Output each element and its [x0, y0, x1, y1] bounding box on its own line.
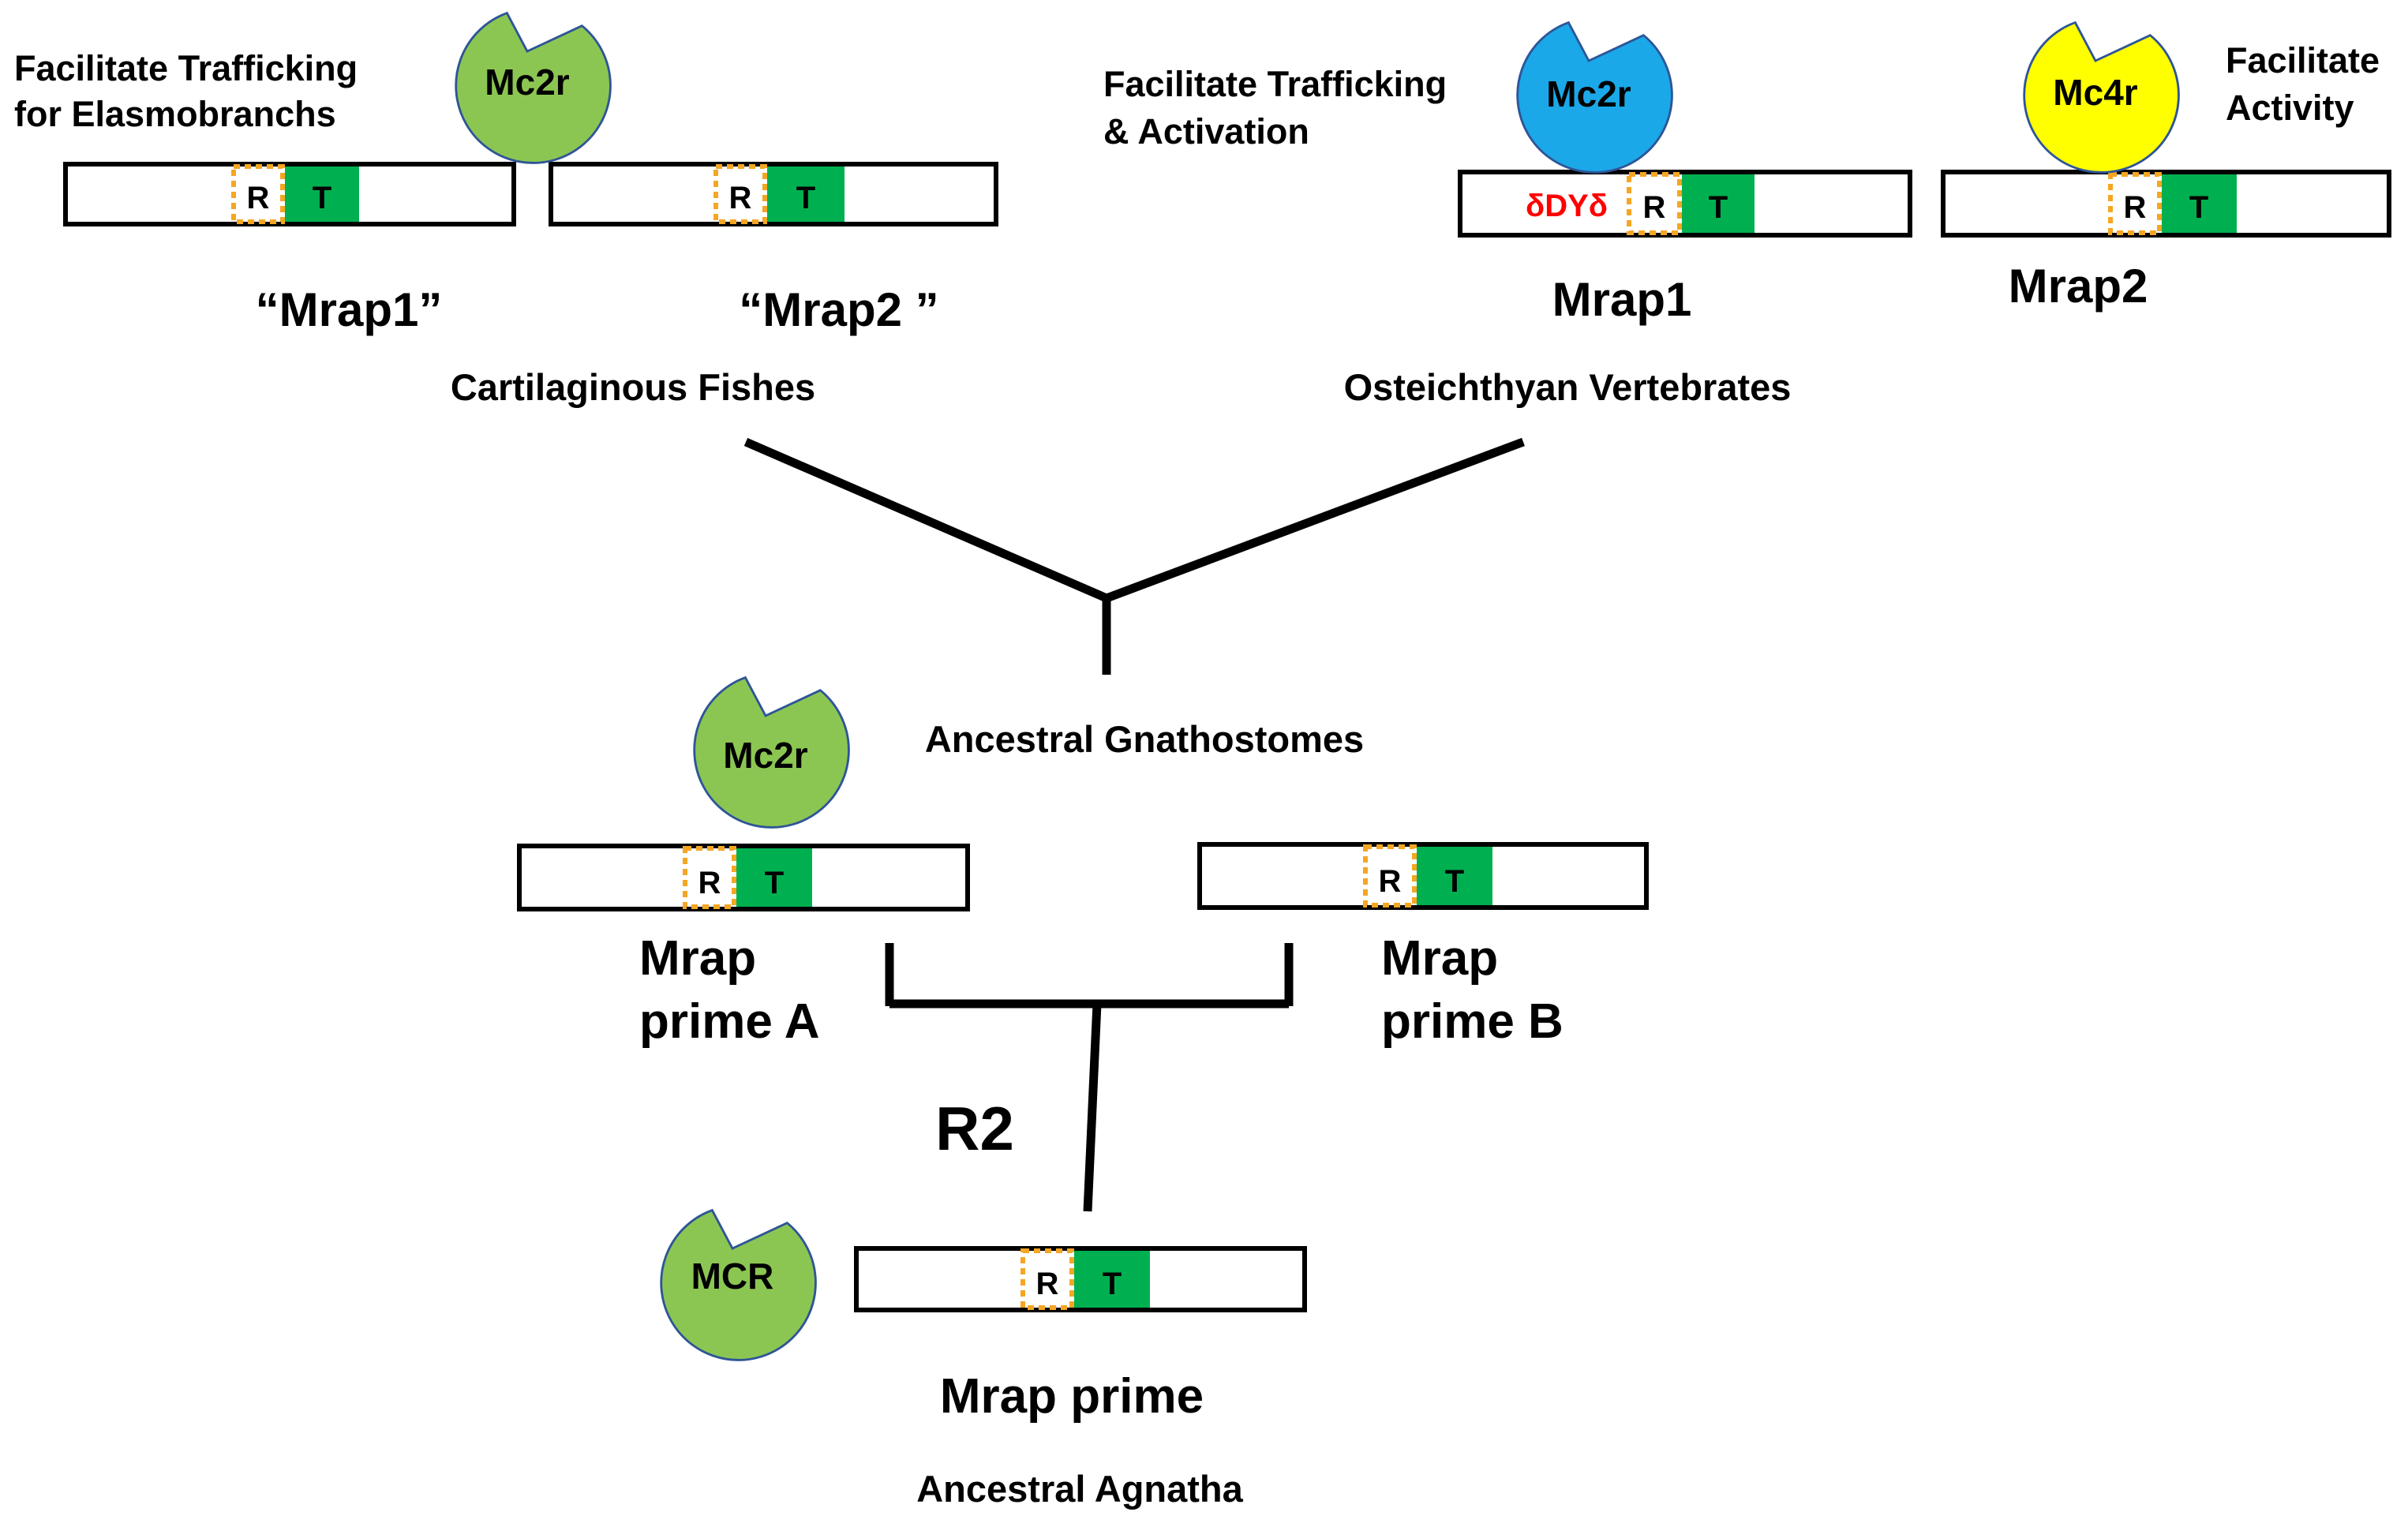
- r-domain-label: R: [1036, 1267, 1059, 1301]
- gene-bar-mrap-prime-a: R T: [517, 844, 970, 911]
- motif-label: δDYδ: [1526, 189, 1608, 223]
- receptor-label: Mc4r: [2053, 72, 2137, 113]
- receptor-label: Mc2r: [723, 735, 807, 776]
- t-domain: [1682, 174, 1755, 233]
- t-domain-label: T: [765, 866, 784, 900]
- t-domain: [285, 167, 359, 222]
- annotation-line: Activity: [2226, 88, 2354, 128]
- r-domain-label: R: [2124, 190, 2147, 225]
- annotation-oste-mc2r-function: Facilitate Trafficking & Activation: [1103, 64, 1447, 152]
- t-domain: [736, 848, 812, 907]
- r-domain-label: R: [1643, 190, 1666, 225]
- t-domain: [1074, 1251, 1150, 1308]
- clade-labels: Cartilaginous Fishes Osteichthyan Verteb…: [451, 366, 1792, 1510]
- annotation-cart-function: Facilitate Trafficking for Elasmobranchs: [14, 48, 358, 134]
- r-domain: [1627, 172, 1682, 235]
- event-r2: R2: [935, 1094, 1014, 1163]
- stem-agnatha: [1083, 1003, 1102, 1212]
- branch-osteichthyan: [1105, 437, 1525, 603]
- r-domain: [1020, 1248, 1074, 1310]
- annotation-line: for Elasmobranchs: [14, 94, 336, 134]
- receptor-oste-mc4r: Mc4r: [2023, 21, 2180, 174]
- annotation-oste-mc4r-function: Facilitate Activity: [2226, 40, 2380, 128]
- gene-label-oste-mrap1: Mrap1: [1552, 273, 1692, 326]
- r-domain-label: R: [1379, 864, 1402, 899]
- gene-labels: “Mrap1” “Mrap2 ” Mrap1 Mrap2 Mrap prime …: [256, 260, 2148, 1424]
- annotation-line: & Activation: [1103, 111, 1309, 152]
- r-domain-label: R: [247, 181, 270, 215]
- gene-label-mrap-prime-b: Mrap: [1381, 931, 1498, 986]
- t-domain-label: T: [2189, 190, 2208, 225]
- r-domain: [2108, 172, 2162, 235]
- gene-label-mrap-prime: Mrap prime: [940, 1369, 1204, 1424]
- receptor-label: Mc2r: [485, 62, 569, 103]
- gene-label-cart-mrap2: “Mrap2 ”: [739, 283, 938, 336]
- gene-label-mrap-prime-b-2: prime B: [1381, 994, 1564, 1049]
- receptor-label: Mc2r: [1546, 73, 1631, 114]
- gene-bar-mrap-prime: R T: [854, 1246, 1307, 1312]
- gene-bar-oste-mrap2: R T: [1941, 170, 2391, 238]
- clade-agnatha: Ancestral Agnatha: [916, 1468, 1243, 1510]
- annotation-line: Facilitate: [2226, 40, 2380, 80]
- r-domain-label: R: [698, 866, 721, 900]
- t-domain: [2162, 174, 2237, 233]
- gene-bar-oste-mrap1: δDYδ R T: [1458, 170, 1912, 238]
- gene-label-oste-mrap2: Mrap2: [2009, 260, 2148, 313]
- gene-bar-cart-mrap2: R T: [549, 162, 998, 226]
- clade-gnathostomes: Ancestral Gnathostomes: [925, 718, 1364, 760]
- r-domain: [231, 164, 285, 224]
- receptor-cart-mc2r: Mc2r: [455, 12, 612, 164]
- phylogeny-tree: [743, 437, 1525, 1212]
- branch-cartilaginous: [743, 437, 1109, 603]
- t-domain-label: T: [1709, 190, 1728, 225]
- t-domain-label: T: [1445, 864, 1464, 899]
- r-domain: [1363, 844, 1417, 908]
- gene-bar-mrap-prime-b: R T: [1197, 842, 1649, 910]
- r-domain: [683, 846, 736, 909]
- clade-osteichthyan: Osteichthyan Vertebrates: [1344, 366, 1792, 408]
- r-domain-label: R: [729, 181, 752, 215]
- gene-label-cart-mrap1: “Mrap1”: [256, 283, 443, 336]
- receptor-gnath-mc2r: Mc2r: [693, 676, 850, 829]
- t-domain: [767, 167, 844, 222]
- r-domain: [713, 164, 767, 224]
- receptor-oste-mc2r: Mc2r: [1516, 21, 1673, 174]
- gene-bar-cart-mrap1: R T: [63, 162, 516, 226]
- receptor-agnatha-mcr: MCR: [660, 1209, 817, 1361]
- annotation-line: Facilitate Trafficking: [14, 48, 358, 88]
- receptor-label: MCR: [691, 1256, 774, 1297]
- t-domain-label: T: [313, 181, 331, 215]
- t-domain-label: T: [1103, 1267, 1122, 1301]
- annotation-line: Facilitate Trafficking: [1103, 64, 1447, 104]
- t-domain: [1417, 847, 1492, 905]
- gene-label-mrap-prime-a-2: prime A: [639, 994, 820, 1049]
- gene-label-mrap-prime-a: Mrap: [639, 931, 756, 986]
- t-domain-label: T: [796, 181, 815, 215]
- clade-cartilaginous: Cartilaginous Fishes: [451, 366, 815, 408]
